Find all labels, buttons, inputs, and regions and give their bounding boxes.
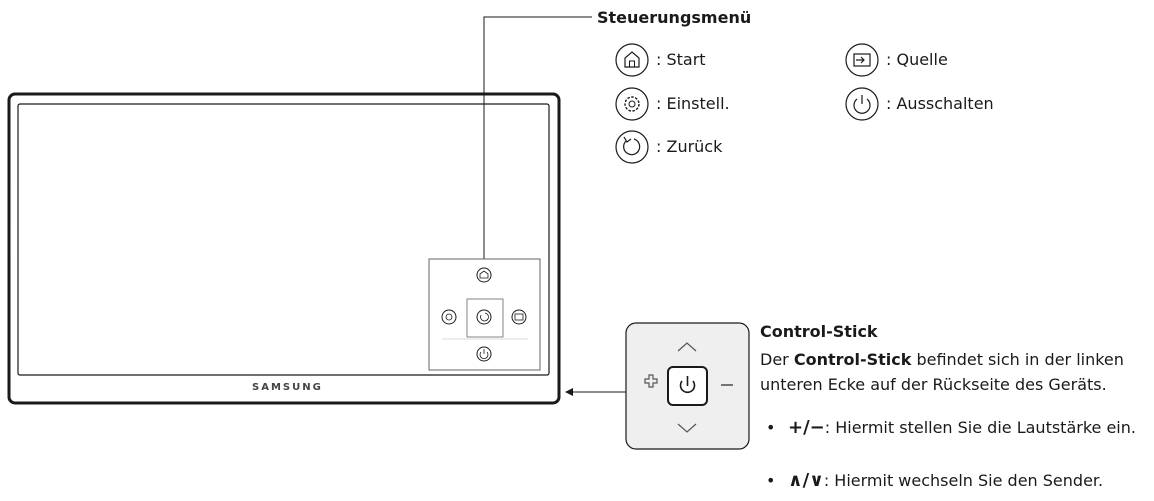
bullet-volume-text: : Hiermit stellen Sie die Lautstärke ein… bbox=[824, 418, 1136, 437]
menu-label-return: : Zurück bbox=[656, 137, 723, 156]
control-stick-title: Control-Stick bbox=[760, 322, 878, 341]
bullet-channel: • ∧/∨: Hiermit wechseln Sie den Sender. bbox=[766, 468, 1152, 493]
tv-brand-logo: SAMSUNG bbox=[252, 382, 323, 393]
home-icon bbox=[615, 43, 649, 77]
onscreen-home-icon[interactable] bbox=[476, 267, 492, 283]
channel-up-icon[interactable] bbox=[677, 342, 697, 352]
desc-bold: Control-Stick bbox=[793, 350, 912, 369]
desc-prefix: Der bbox=[760, 350, 794, 369]
desc-suffix: befindet sich in der linken unteren Ecke… bbox=[760, 350, 1124, 394]
bullet-channel-text: : Hiermit wechseln Sie den Sender. bbox=[823, 471, 1104, 490]
volume-up-icon[interactable] bbox=[644, 374, 658, 388]
power-icon bbox=[845, 87, 879, 121]
onscreen-menu-center-box bbox=[466, 298, 504, 338]
menu-label-power: : Ausschalten bbox=[886, 94, 994, 113]
bullet-dot: • bbox=[766, 418, 776, 437]
channel-down-icon[interactable] bbox=[677, 423, 697, 433]
onscreen-power-icon[interactable] bbox=[476, 346, 492, 362]
volume-symbols: +/− bbox=[788, 417, 825, 438]
menu-label-settings: : Einstell. bbox=[656, 94, 730, 113]
source-icon bbox=[845, 43, 879, 77]
control-stick-power-icon bbox=[679, 376, 696, 394]
menu-label-source: : Quelle bbox=[886, 50, 948, 69]
menu-callout-line bbox=[483, 16, 592, 259]
menu-title: Steuerungsmenü bbox=[597, 8, 752, 27]
stick-arrow-head bbox=[565, 388, 573, 396]
onscreen-return-icon[interactable] bbox=[476, 309, 492, 325]
onscreen-source-icon[interactable] bbox=[511, 309, 527, 325]
tv-frame bbox=[7, 92, 561, 405]
onscreen-settings-icon[interactable] bbox=[441, 309, 457, 325]
control-stick-description: Der Control-Stick befindet sich in der l… bbox=[760, 347, 1152, 397]
bullet-dot: • bbox=[766, 471, 776, 490]
return-icon bbox=[615, 130, 649, 164]
channel-symbols: ∧/∨ bbox=[788, 470, 824, 491]
settings-icon bbox=[615, 87, 649, 121]
bullet-volume: • +/−: Hiermit stellen Sie die Lautstärk… bbox=[766, 415, 1152, 440]
tv-screen bbox=[17, 103, 550, 376]
menu-label-start: : Start bbox=[656, 50, 706, 69]
